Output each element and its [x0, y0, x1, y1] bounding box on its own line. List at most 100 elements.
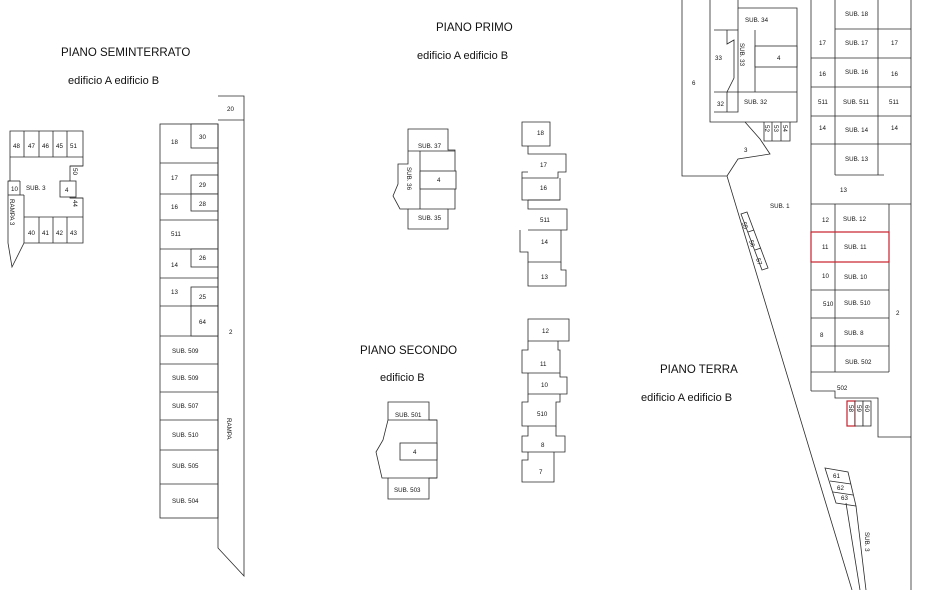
unit-label: 28 — [199, 201, 206, 208]
seminterrato-building-b: 18 17 16 511 14 13 30 29 28 26 25 64 SUB… — [159, 95, 245, 578]
unit-label: 511 — [818, 99, 828, 106]
unit-label: 17 — [540, 162, 547, 169]
sub-label: SUB. 509 — [172, 348, 199, 355]
sub-label: SUB. 35 — [418, 215, 442, 222]
seminterrato-title: PIANO SEMINTERRATO — [61, 47, 190, 59]
sub-label: SUB. 32 — [744, 99, 768, 106]
unit-label: 63 — [841, 495, 848, 502]
unit-label: 25 — [199, 294, 206, 301]
sub-label: SUB. 504 — [172, 498, 199, 505]
sub-label: SUB. 18 — [845, 11, 869, 18]
unit-label: 511 — [171, 231, 181, 238]
unit-label: 16 — [891, 71, 898, 78]
sub-label: SUB. 14 — [845, 127, 869, 134]
sub-label: SUB. 8 — [844, 330, 864, 337]
unit-label: 510 — [537, 411, 548, 418]
unit-label: 2 — [229, 329, 233, 336]
primo-building-b: 18 17 16 511 14 13 — [519, 121, 568, 287]
secondo-title: PIANO SECONDO — [360, 345, 457, 357]
unit-label: 20 — [227, 106, 234, 113]
sub-label: SUB. 33 — [738, 43, 745, 67]
sub-label: SUB. 36 — [405, 167, 412, 191]
unit-label: 16 — [819, 71, 826, 78]
unit-label: 8 — [820, 332, 824, 339]
unit-label: 13 — [541, 274, 548, 281]
unit-label: 44 — [71, 200, 78, 207]
unit-label: 7 — [539, 469, 543, 476]
unit-label: 48 — [13, 143, 20, 150]
unit-label: 511 — [889, 99, 899, 106]
unit-label: 4 — [437, 177, 441, 184]
unit-label: 64 — [199, 319, 206, 326]
terra-subtitle: edificio A edificio B — [641, 392, 732, 404]
unit-label: 14 — [891, 125, 898, 132]
unit-label: 13 — [840, 187, 847, 194]
unit-label: 32 — [717, 101, 724, 108]
unit-label: 57 — [754, 257, 763, 266]
unit-label: 4 — [413, 449, 417, 456]
sub-label: SUB. 507 — [172, 403, 199, 410]
primo-subtitle: edificio A edificio B — [417, 50, 508, 62]
unit-label: 510 — [823, 301, 834, 308]
unit-label: 511 — [540, 217, 550, 224]
unit-label: 60 — [863, 405, 870, 412]
unit-label: 29 — [199, 182, 206, 189]
unit-label: 18 — [171, 139, 178, 146]
unit-label: 4 — [777, 55, 781, 62]
sub-label: SUB. 503 — [394, 487, 421, 494]
unit-label: 16 — [540, 185, 547, 192]
sub-label: SUB. 502 — [845, 359, 872, 366]
sub-label: SUB. 37 — [418, 143, 442, 150]
sub-label: SUB. 1 — [770, 203, 790, 210]
unit-label: 40 — [28, 230, 35, 237]
unit-label: 50 — [71, 168, 78, 175]
unit-label: 16 — [171, 204, 178, 211]
seminterrato-subtitle: edificio A edificio B — [68, 75, 159, 87]
unit-label: 18 — [537, 130, 544, 137]
sub-label: SUB. 11 — [844, 244, 867, 251]
highlight-sub-11 — [810, 231, 890, 263]
secondo-building-b: 12 11 10 510 8 7 — [521, 318, 570, 483]
unit-label: 51 — [70, 143, 77, 150]
sub-label: SUB. 13 — [845, 156, 869, 163]
unit-label: 17 — [171, 175, 178, 182]
unit-label: 14 — [171, 262, 178, 269]
unit-label: 61 — [833, 473, 840, 480]
sub-label: SUB. 16 — [845, 69, 869, 76]
unit-label: 10 — [822, 273, 829, 280]
terra-title: PIANO TERRA — [660, 364, 738, 376]
secondo-subtitle: edificio B — [380, 372, 425, 384]
unit-label: 59 — [855, 405, 862, 412]
sub-label: SUB. 17 — [845, 40, 869, 47]
unit-label: 14 — [541, 239, 548, 246]
sub-label: SUB. 509 — [172, 375, 199, 382]
unit-label: 43 — [70, 230, 77, 237]
sub-label: SUB. 34 — [745, 17, 769, 24]
unit-label: 42 — [56, 230, 63, 237]
unit-label: 2 — [896, 310, 900, 317]
primo-title: PIANO PRIMO — [436, 22, 513, 34]
unit-label: 17 — [819, 40, 826, 47]
unit-label: 53 — [772, 125, 779, 132]
sub-label: SUB. 501 — [395, 412, 422, 419]
unit-label: 4 — [65, 187, 69, 194]
sub-label: SUB. 10 — [844, 274, 868, 281]
sub-label: SUB. 505 — [172, 463, 199, 470]
unit-label: 12 — [822, 217, 829, 224]
unit-label: 17 — [891, 40, 898, 47]
unit-label: 6 — [692, 80, 696, 87]
seminterrato-building-a: 48 47 46 45 51 40 41 42 43 SUB. 3 10 4 5… — [7, 130, 84, 269]
unit-label: 47 — [28, 143, 35, 150]
sub-label: SUB. 510 — [172, 432, 199, 439]
rampa-label: RAMPA 3 — [8, 199, 15, 226]
secondo-building-a: SUB. 501 4 SUB. 503 — [375, 401, 438, 500]
unit-label: 41 — [42, 230, 49, 237]
unit-label: 54 — [781, 125, 788, 132]
unit-label: 55 — [740, 221, 749, 230]
rampa-label: RAMPA — [225, 418, 232, 440]
sub-label: SUB. 3 — [863, 532, 870, 552]
unit-label: 3 — [744, 147, 748, 154]
terra-plan: SUB. 34 33 SUB. 33 4 32 SUB. 32 6 3 52 5… — [681, 0, 912, 590]
unit-label: 12 — [542, 328, 549, 335]
